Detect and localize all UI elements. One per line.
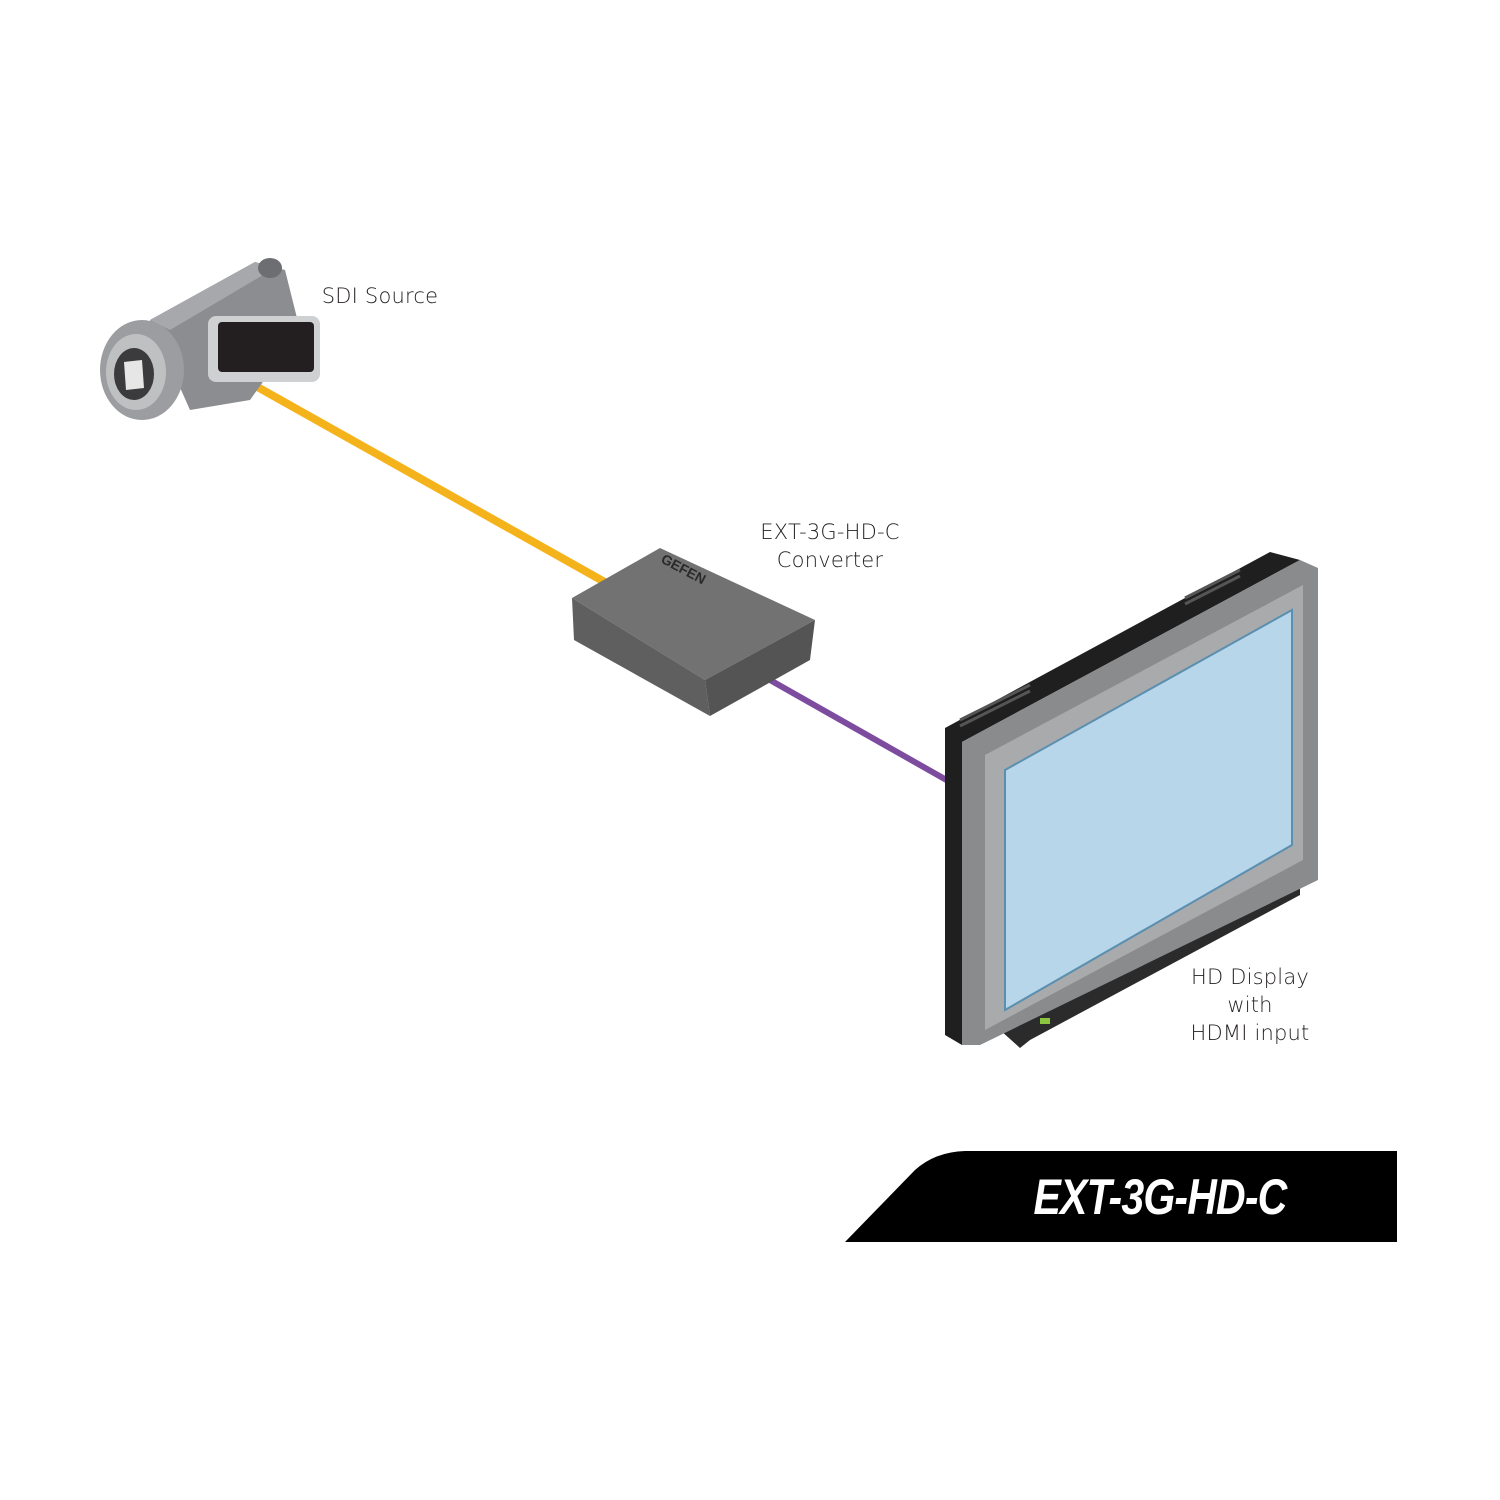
converter-device: GEFEN [572, 548, 815, 716]
hd-display [945, 552, 1318, 1048]
display-label-line1: HD Display [1190, 965, 1310, 989]
converter-label-type: Converter [776, 548, 884, 572]
converter-label-model: EXT-3G-HD-C [760, 520, 900, 544]
display-label: HD Display with HDMI input [1160, 963, 1340, 1047]
display-label-line3: HDMI input [1190, 1021, 1310, 1045]
sdi-cable [243, 376, 612, 589]
display-label-line2: with [1227, 993, 1273, 1017]
product-banner [845, 1151, 1397, 1242]
converter-label: EXT-3G-HD-C Converter [720, 518, 940, 574]
power-led-icon [1040, 1018, 1050, 1024]
sdi-source-label: SDI Source [321, 284, 439, 308]
hdmi-cable [768, 677, 952, 785]
banner-title: EXT-3G-HD-C [1033, 1169, 1288, 1225]
camera-icon [100, 258, 320, 420]
